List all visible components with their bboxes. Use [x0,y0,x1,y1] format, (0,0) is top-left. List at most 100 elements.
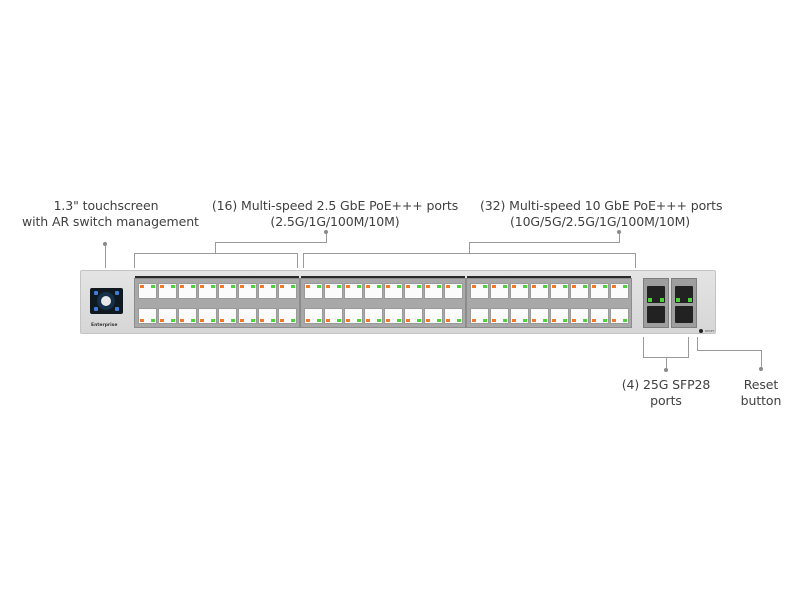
rj45-port[interactable] [324,283,343,299]
led-orange [160,285,164,288]
led-green [271,285,275,288]
led-green [291,319,295,322]
led-orange [346,285,350,288]
led-green [437,285,441,288]
rj45-port[interactable] [218,283,237,299]
sfp-port[interactable] [675,286,693,303]
rj45-port[interactable] [304,283,323,299]
led-orange [180,319,184,322]
led-orange [160,319,164,322]
rj45-port[interactable] [198,283,217,299]
rj45-port[interactable] [364,308,383,324]
led-orange [572,319,576,322]
led-green [457,285,461,288]
rj45-port[interactable] [610,283,629,299]
led-green [457,319,461,322]
rj45-port[interactable] [570,308,589,324]
rj45-port[interactable] [404,308,423,324]
rj45-port[interactable] [258,308,277,324]
rj45-port[interactable] [384,308,403,324]
reset-button[interactable] [699,329,703,333]
rj45-port[interactable] [278,308,297,324]
bracket-2-5g-tip [324,230,328,234]
led-green [523,285,527,288]
rj45-port[interactable] [510,283,529,299]
rj45-port[interactable] [424,283,443,299]
rj45-port[interactable] [404,283,423,299]
led-orange [446,319,450,322]
touchscreen-callout-line1: 1.3" touchscreen [53,198,159,213]
rj45-port[interactable] [344,283,363,299]
led-green [483,285,487,288]
rj45-port[interactable] [198,308,217,324]
rj45-port[interactable] [510,308,529,324]
bracket-2-5g-right [297,253,298,268]
led-green [191,319,195,322]
ports-10g-callout-line1: (32) Multi-speed 10 GbE PoE+++ ports [480,198,723,213]
rj45-port[interactable] [278,283,297,299]
reset-callout-line2: button [740,393,782,408]
rj45-port[interactable] [550,308,569,324]
led-orange [200,319,204,322]
screen-icon-tl [94,291,98,295]
reset-leader-v2 [761,350,762,368]
rj45-port[interactable] [238,308,257,324]
rj45-port[interactable] [470,283,489,299]
touchscreen[interactable] [90,288,123,314]
bracket-10g-h [303,253,636,254]
sfp-port[interactable] [675,306,693,323]
rj45-port[interactable] [570,283,589,299]
led-green [623,285,627,288]
rj45-port[interactable] [158,283,177,299]
bracket-2-5g-stem [215,242,216,253]
rj45-port[interactable] [364,283,383,299]
led-green [417,285,421,288]
touchscreen-callout: 1.3" touchscreen with AR switch manageme… [22,198,199,230]
rj45-port[interactable] [138,308,157,324]
led-green [337,319,341,322]
bracket-10g-left [303,253,304,268]
ports-2-5g-callout: (16) Multi-speed 2.5 GbE PoE+++ ports (2… [204,198,466,230]
rj45-port[interactable] [530,283,549,299]
rj45-port[interactable] [178,283,197,299]
rj45-port[interactable] [530,308,549,324]
touchscreen-callout-line2: with AR switch management [22,214,199,229]
rj45-port[interactable] [424,308,443,324]
led-orange [280,319,284,322]
led-green [357,319,361,322]
led-orange [260,285,264,288]
led-orange [512,285,516,288]
rj45-port[interactable] [444,308,463,324]
rj45-port[interactable] [590,308,609,324]
led-green [503,285,507,288]
led-orange [552,285,556,288]
rj45-port[interactable] [238,283,257,299]
rj45-port[interactable] [344,308,363,324]
led-orange [140,319,144,322]
rj45-port[interactable] [304,308,323,324]
rj45-port[interactable] [218,308,237,324]
led-orange [260,319,264,322]
led-green [483,319,487,322]
screen-icon-tr [115,291,119,295]
rj45-port[interactable] [138,283,157,299]
rj45-port[interactable] [470,308,489,324]
rj45-port[interactable] [258,283,277,299]
led-orange [532,319,536,322]
rj45-port[interactable] [590,283,609,299]
sfp-port[interactable] [647,286,665,303]
rj45-port[interactable] [178,308,197,324]
screen-icon-bl [94,307,98,311]
rj45-port[interactable] [158,308,177,324]
led-orange [406,319,410,322]
rj45-port[interactable] [490,283,509,299]
sfp-bank-2 [671,278,697,328]
rj45-port[interactable] [444,283,463,299]
sfp-port[interactable] [647,306,665,323]
rj45-port[interactable] [490,308,509,324]
rj45-port[interactable] [610,308,629,324]
led-green [623,319,627,322]
rj45-port[interactable] [384,283,403,299]
rj45-port[interactable] [324,308,343,324]
rj45-port[interactable] [550,283,569,299]
